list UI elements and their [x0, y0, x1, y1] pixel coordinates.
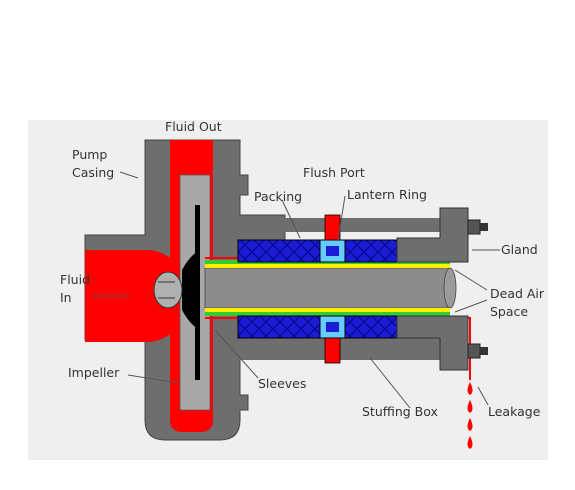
sleeve-yellow-top: [205, 264, 450, 268]
label-packing: Packing: [254, 189, 302, 204]
sleeve-yellow-bottom: [205, 308, 450, 312]
lantern-ring-upper: [319, 239, 346, 263]
label-dead-air-2: Space: [490, 304, 528, 319]
packing-upper: [237, 239, 398, 263]
gland: [396, 207, 488, 371]
pointer-lines: [92, 171, 500, 409]
flush-port-upper: [324, 214, 341, 241]
leakage-drops: [467, 382, 473, 449]
label-fluid-out: Fluid Out: [165, 119, 222, 134]
labels: Fluid Out Pump Casing Flush Port Packing…: [60, 119, 545, 419]
label-pump-casing-1: Pump: [72, 147, 107, 162]
label-dead-air-1: Dead Air: [490, 286, 545, 301]
packing-lower: [237, 315, 398, 339]
label-fluid-in-1: Fluid: [60, 272, 90, 287]
label-pump-casing-2: Casing: [72, 165, 114, 180]
shaft: [204, 257, 471, 380]
label-gland: Gland: [501, 242, 538, 257]
flush-port-lower: [324, 337, 341, 364]
label-lantern-ring: Lantern Ring: [347, 187, 427, 202]
lantern-ring-lower: [319, 315, 346, 339]
label-impeller: Impeller: [68, 365, 120, 380]
label-flush-port: Flush Port: [303, 165, 365, 180]
label-leakage: Leakage: [488, 404, 541, 419]
impeller: [153, 205, 200, 380]
label-stuffing-box: Stuffing Box: [362, 404, 438, 419]
label-sleeves: Sleeves: [258, 376, 306, 391]
label-fluid-in-2: In: [60, 290, 72, 305]
sleeve-green-bottom: [205, 312, 450, 316]
